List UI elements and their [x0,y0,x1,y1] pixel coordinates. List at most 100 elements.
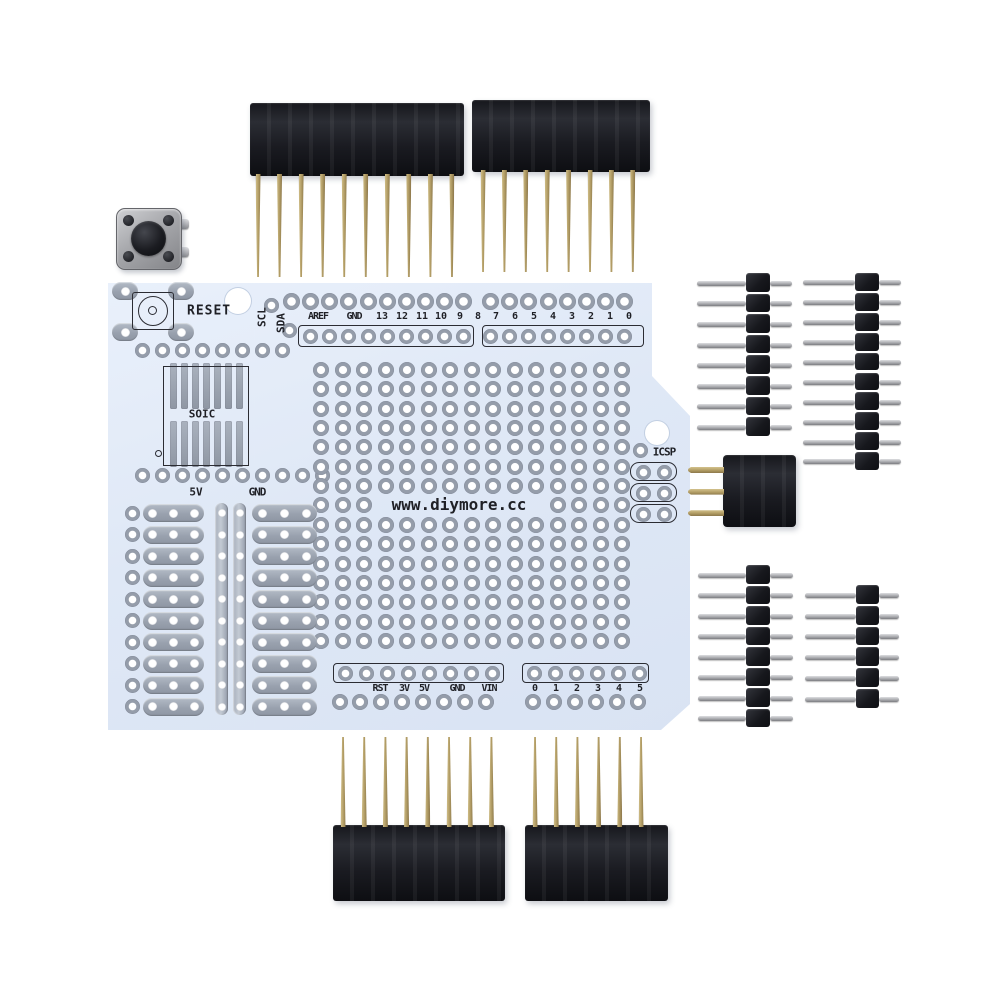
proto-hole [528,536,544,553]
header-pin [879,320,901,326]
icsp-label: ICSP [652,445,676,459]
proto-hole [506,420,523,437]
solder-pad [547,665,563,681]
solder-pad [332,694,348,710]
male-header-segment [746,647,770,666]
proto-hole [614,381,630,398]
solder-pad [484,665,500,681]
pin-hole [235,702,244,711]
pin-hole [301,594,311,604]
solder-pad [234,342,250,358]
proto-hole [463,536,480,553]
proto-hole [442,516,458,533]
proto-hole [356,613,372,630]
proto-hole [313,400,329,417]
header-pin [879,300,901,306]
proto-hole [313,420,329,437]
male-header-segment [855,332,879,351]
proto-pad [124,570,140,585]
header-pin [770,654,793,660]
proto-hole [592,632,609,649]
proto-hole [313,574,329,591]
proto-hole [614,594,630,611]
digital-header-outline-2 [482,325,644,347]
header-pin [803,459,855,465]
solder-pad [539,292,557,310]
proto-hole [614,555,630,572]
proto-hole [420,613,437,630]
proto-hole [399,400,415,417]
pin-hole [235,509,244,517]
pin-label-11: 11 [415,311,429,322]
header-pin [879,634,899,640]
header-pin [803,340,855,346]
proto-hole [313,381,329,398]
pin-hole [168,702,178,711]
solder-pad [609,694,625,710]
header-pin [384,174,390,277]
pin-hole [168,616,178,625]
pin-hole [257,573,267,582]
male-header-segment [746,708,770,727]
proto-hole [356,555,372,572]
header-pin [427,174,433,277]
pin-hole [257,594,267,604]
male-header-segment [855,412,879,431]
header-pin [770,675,793,681]
proto-hole [592,400,609,417]
male-header-segment [855,352,879,371]
pin-hole [279,659,289,668]
proto-hole [334,400,351,417]
header-pin [698,654,746,660]
pin-hole [217,509,226,517]
solder-pad [154,342,170,358]
pin-hole [217,616,226,625]
header-pin [879,655,899,661]
analog-label-5: 5 [636,683,644,694]
pin-hole [217,659,226,668]
power-label-vin: VIN [481,683,497,694]
pin-label-6: 6 [511,311,519,322]
header-pin [803,379,855,385]
solder-pad [214,467,230,483]
header-pin [697,321,746,327]
proto-hole [334,632,351,649]
proto-hole [356,381,372,398]
solder-pad [596,292,614,310]
proto-hole [313,439,329,456]
solder-pad [519,292,537,310]
brand-text: www.diymore.cc [391,495,527,514]
proto-hole [614,516,630,533]
pin-hole [189,573,199,582]
proto-hole [592,516,609,533]
proto-hole [463,632,480,649]
proto-hole [356,420,372,437]
reset-button-circle [138,296,168,326]
button-corner-pin [163,215,174,226]
pin-label-12: 12 [395,311,409,322]
solder-pad [442,665,458,681]
solder-pad [400,665,416,681]
header-pin [523,170,529,272]
proto-hole [334,420,351,437]
proto-hole [399,362,415,378]
rail-5v-label: 5V [189,485,203,499]
solder-pad [358,665,374,681]
soic-pad [203,363,210,409]
header-pin [770,404,792,410]
header-pin [879,613,899,619]
header-pin [320,174,326,277]
male-header-segment [855,452,879,470]
proto-hole [463,574,480,591]
header-pin [553,737,559,827]
header-pin [697,383,746,389]
proto-hole [442,536,458,553]
solder-pad [540,328,556,344]
proto-hole [399,420,415,437]
header-pin [697,342,746,348]
proto-hole [420,400,437,417]
solder-pad [631,665,647,681]
header-pin [879,399,901,405]
solder-pad [274,342,290,358]
proto-hole [528,632,544,649]
